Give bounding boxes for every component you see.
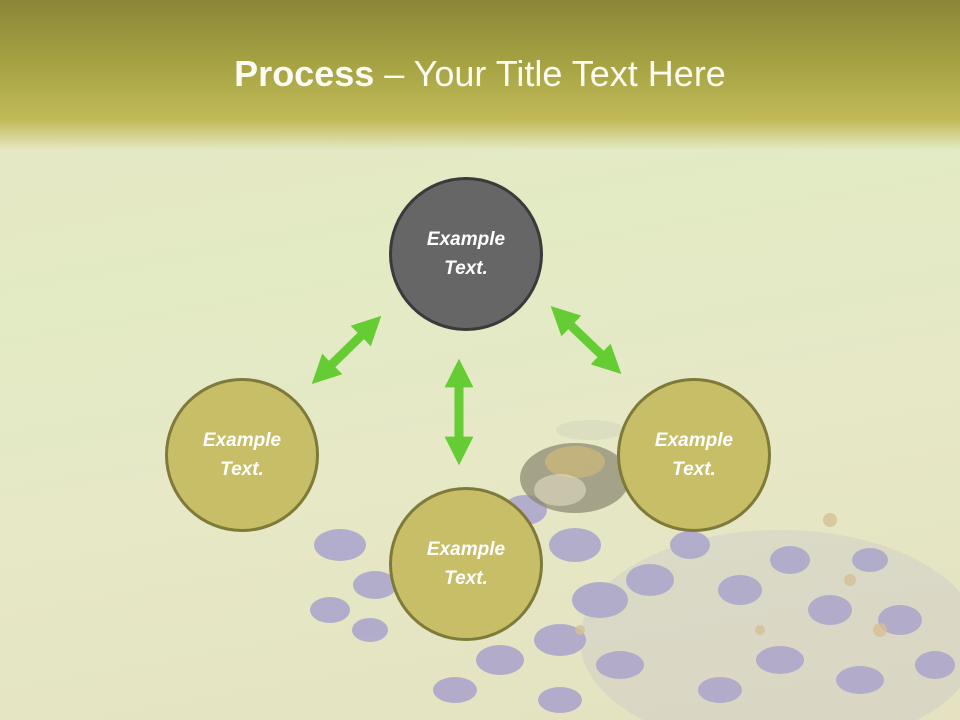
node-right-label: Example Text.: [654, 430, 734, 480]
node-top: Example Text.: [389, 177, 543, 331]
title-bar: [0, 0, 960, 150]
title-bold: Process: [234, 53, 375, 94]
node-left: Example Text.: [165, 378, 319, 532]
node-bottom: Example Text.: [389, 487, 543, 641]
title-rest: – Your Title Text Here: [374, 53, 726, 94]
node-bottom-label: Example Text.: [426, 539, 506, 589]
node-right: Example Text.: [617, 378, 771, 532]
arrow-top-left: [311, 315, 382, 385]
node-left-label: Example Text.: [202, 430, 282, 480]
slide-title: Process – Your Title Text Here: [0, 52, 960, 96]
arrow-top-right: [550, 306, 622, 374]
node-top-label: Example Text.: [426, 229, 506, 279]
